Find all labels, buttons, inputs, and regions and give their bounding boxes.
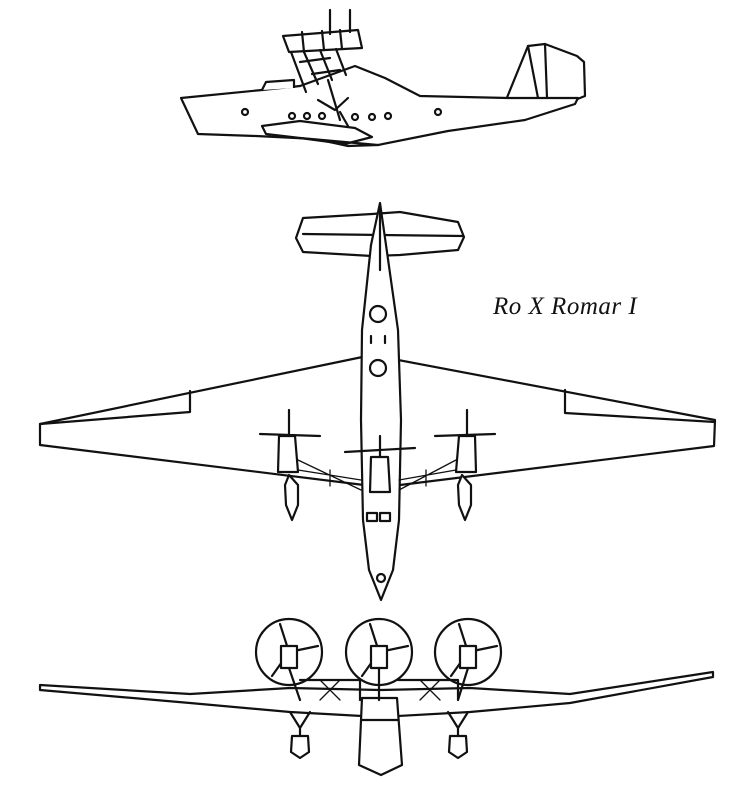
side-view — [179, 8, 587, 148]
front-propellers — [254, 617, 503, 687]
side-windows — [240, 107, 443, 122]
top-view — [38, 201, 717, 602]
aircraft-name-caption: Ro X Romar I — [493, 293, 638, 320]
front-hull — [357, 696, 404, 777]
front-view — [38, 617, 715, 777]
top-fuselage — [359, 201, 403, 602]
front-wing — [38, 670, 715, 719]
